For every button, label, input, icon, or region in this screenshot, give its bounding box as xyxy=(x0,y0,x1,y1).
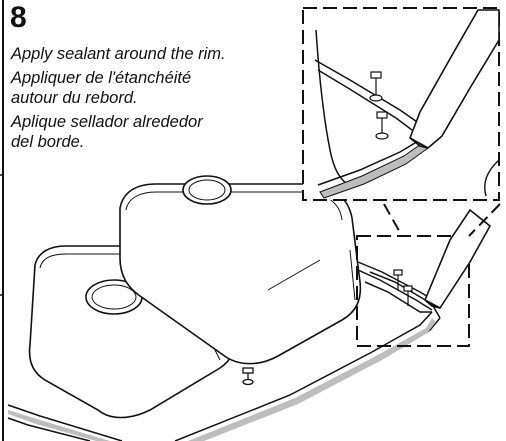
detail-connector xyxy=(383,203,501,237)
detail-box-top xyxy=(302,7,500,201)
instruction-english: Apply sealant around the rim. xyxy=(11,45,226,63)
instruction-french-line1: Appliquer de l'étanchéité xyxy=(11,69,192,87)
mounting-clip xyxy=(242,367,254,386)
instruction-spanish-line2: del borde. xyxy=(11,133,85,151)
right-sink-bowl xyxy=(119,175,362,365)
sealant-tube-top xyxy=(409,9,500,149)
sealant-tube-bottom xyxy=(423,208,492,310)
instruction-spanish-line1: Aplique sellador alrededor xyxy=(11,113,203,131)
instruction-french-line2: autour du rebord. xyxy=(11,89,138,107)
step-number: 8 xyxy=(10,1,27,34)
detail-box-bottom xyxy=(356,208,492,347)
